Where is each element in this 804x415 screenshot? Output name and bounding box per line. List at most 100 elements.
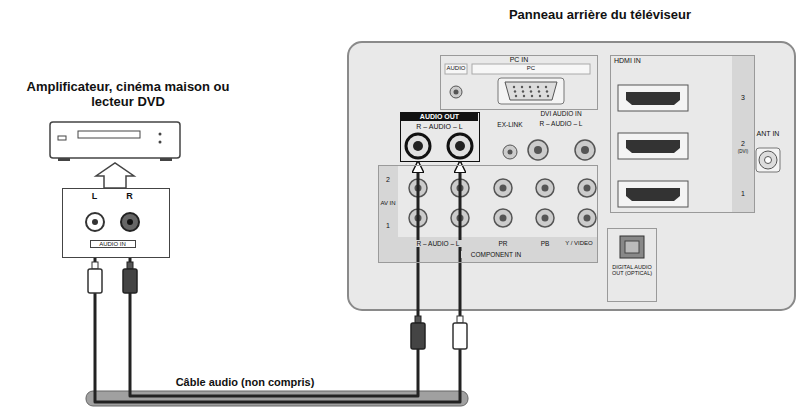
pc-in-cells [472, 64, 590, 74]
audio-out-jack [448, 134, 472, 158]
port-note: (DVI) [732, 149, 754, 154]
vga-connector [523, 95, 525, 97]
dvd-player [58, 158, 70, 161]
audio-out-jack [413, 141, 423, 151]
rca-plug-white [88, 269, 102, 293]
audio-out-jack [406, 134, 430, 158]
ex-link-jack [508, 150, 513, 155]
audio-in-jack [121, 213, 139, 231]
rca-plug-black [127, 262, 133, 269]
vga-connector [546, 90, 548, 92]
edge-label: Câble audio (non compris) [150, 376, 340, 389]
optical-port [625, 241, 639, 253]
channel-label: R [123, 191, 137, 201]
port-label: AUDIO IN [90, 240, 136, 249]
av-jack [500, 215, 507, 222]
direction-arrow [96, 163, 134, 188]
port-label: EX-LINK [491, 121, 529, 128]
vga-connector [521, 86, 523, 88]
vga-connector [545, 86, 547, 88]
vga-connector [539, 95, 541, 97]
rca-plug-white [457, 316, 463, 323]
audio-out-header: AUDIO OUT [401, 113, 478, 121]
port-label: DVI AUDIO IN [529, 110, 593, 117]
channel-label: R – AUDIO – L [531, 120, 591, 127]
pc-audio-jack [450, 86, 462, 98]
dvi-audio-jack [575, 140, 595, 160]
av-jack [500, 185, 507, 192]
optical-port [620, 236, 644, 258]
pc-audio-jack [450, 86, 462, 98]
hdmi-port [626, 188, 680, 201]
vga-connector [514, 90, 516, 92]
antenna-jack [765, 157, 772, 164]
rca-plug-white [92, 262, 98, 269]
hdmi-strip [732, 56, 754, 212]
dvi-audio-jack [528, 140, 595, 160]
antenna-jack [756, 148, 780, 172]
av-strips [378, 165, 398, 263]
pc-audio-jack [454, 90, 459, 95]
ex-link-jack [503, 145, 517, 159]
input-label: AV IN [379, 200, 398, 207]
dvi-audio-jack [534, 146, 542, 154]
vga-connector [498, 78, 564, 104]
port-label: DIGITAL AUDIO OUT (OPTICAL) [609, 264, 655, 277]
dvd-player [160, 158, 172, 161]
direction-arrow [96, 163, 134, 188]
audio-out-jack [406, 134, 472, 158]
rca-plug-white [88, 262, 467, 349]
dvd-player [159, 133, 162, 136]
tv-rear-panel: PC INAUDIOPCHDMI IN32(DVI)1 AUDIO OUT R – … [348, 6, 795, 310]
vga-connector [505, 82, 557, 100]
port-label: AUDIO [445, 65, 467, 72]
hdmi-port [626, 140, 680, 153]
av-jack [578, 179, 596, 197]
hdmi-port [618, 85, 688, 111]
audio-in-jack [86, 213, 139, 231]
audio-out-jack [455, 141, 465, 151]
pc-in-group: PC INAUDIOPC [440, 55, 598, 110]
hdmi-in-group: HDMI IN32(DVI)1 [610, 55, 755, 213]
av-jack [542, 215, 549, 222]
dvd-player [50, 122, 180, 158]
antenna-jack [756, 148, 780, 172]
vga-connector [537, 86, 539, 88]
audio-in-jack [92, 219, 98, 225]
audio-device: LRAUDIO INAmplificateur, cinéma maison o… [10, 78, 245, 260]
antenna-jack [759, 151, 777, 169]
vga-connector [529, 86, 531, 88]
rca-plug-white [453, 323, 467, 349]
hdmi-port [626, 92, 680, 105]
hdmi-strip [732, 56, 754, 212]
hdmi-port [618, 133, 688, 159]
channel-label: R – AUDIO – L [407, 240, 469, 247]
audio-wire [130, 162, 418, 396]
input-number: 1 [379, 222, 397, 230]
av-component-group: 2AV IN1R – AUDIO – LPRPBY / VIDEOCOMPONE… [378, 165, 598, 263]
rca-plug-black [415, 316, 421, 323]
panel-heading: Panneau arrière du téléviseur [450, 8, 750, 23]
port-label: ANT IN [752, 130, 784, 138]
group-label: COMPONENT IN [461, 251, 531, 258]
port-number: 3 [734, 94, 752, 102]
hdmi-port [618, 85, 688, 207]
av-jack [494, 209, 512, 227]
channel-label: R – AUDIO – L [403, 123, 477, 131]
vga-connector [547, 95, 549, 97]
dvi-audio-jack [528, 140, 548, 160]
pc-in-cells [445, 64, 590, 74]
hdmi-port [618, 181, 688, 207]
tv-panel [348, 42, 795, 310]
rca-plug-black [411, 323, 425, 349]
cable-bundle [86, 391, 468, 406]
av-jack [584, 185, 591, 192]
tv-panel [348, 42, 795, 310]
av-strips [378, 165, 598, 263]
av-jack [578, 209, 596, 227]
av-strips [398, 237, 598, 263]
dvd-player [78, 131, 140, 138]
